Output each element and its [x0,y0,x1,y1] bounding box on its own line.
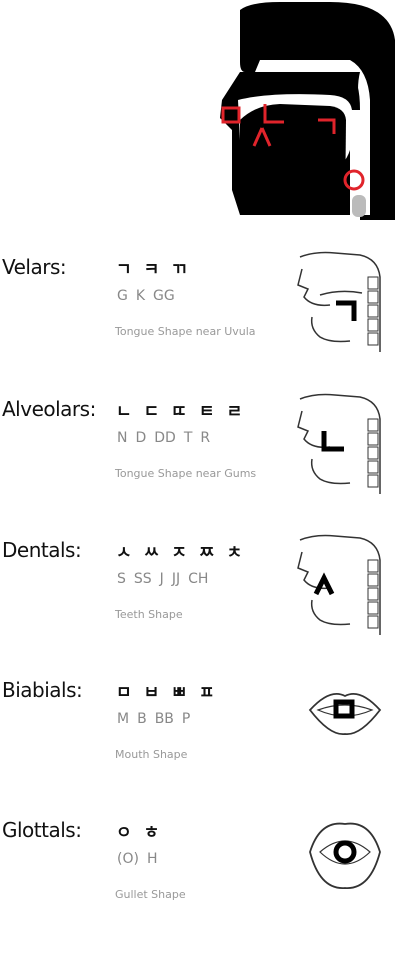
romanization: S [117,571,126,587]
letter: ㅇ [116,823,132,843]
shape-description: Gullet Shape [115,888,186,901]
shape-description: Mouth Shape [115,748,188,761]
letter: ㅉ [198,543,215,563]
letter: ㅋ [143,260,160,280]
letter: ㄹ [226,402,243,422]
romanization: GG [153,288,175,304]
letter: ㄱ [116,260,132,280]
letter: ㄸ [171,402,187,422]
romanization-list: (O) H [117,851,165,867]
category-label: Alveolars: [2,397,96,421]
mouth-front-view-open-icon [309,822,381,889]
letter: ㅃ [171,683,187,703]
letter: ㅆ [143,543,160,563]
letter: ㅁ [116,683,132,703]
romanization: M [117,711,130,727]
tongue [240,104,346,215]
shape-description: Tongue Shape near Uvula [115,325,256,338]
romanization: H [146,851,158,867]
romanization: N [117,430,128,446]
romanization: K [135,288,146,304]
letter: ㄲ [171,260,187,280]
romanization: T [183,430,193,446]
alveolar-mark-icon [263,104,284,124]
letter: ㅍ [198,683,215,703]
head-profile-velar-icon [297,251,381,352]
velar-mark-icon [318,118,336,134]
romanization: SS [133,571,152,587]
shape-description: Teeth Shape [115,608,183,621]
letter: ㅂ [143,683,160,703]
letter: ㅈ [171,543,187,563]
biabial-mark-icon [221,106,241,124]
category-label: Glottals: [2,818,82,842]
romanization: B [137,711,147,727]
letter: ㅌ [198,402,215,422]
romanization: J [159,571,164,587]
head-profile-alveolar-icon [297,393,381,494]
romanization: CH [188,571,209,587]
romanization: DD [154,430,176,446]
letter: ㄴ [116,402,132,422]
shape-description: Tongue Shape near Gums [115,467,257,480]
category-label: Dentals: [2,538,82,562]
romanization: R [200,430,211,446]
category-label: Biabials: [2,678,83,702]
category-label: Velars: [2,255,67,279]
romanization: P [181,711,191,727]
letter: ㄷ [143,402,160,422]
head-silhouette [240,2,395,220]
romanization: D [135,430,147,446]
head-profile-dental-icon [297,534,381,635]
mouth-front-view-icon [308,692,382,735]
romanization: BB [154,711,174,727]
gullet-shape [352,195,366,217]
romanization: (O) [117,851,139,867]
letter: ㅊ [226,543,243,563]
vocal-tract-diagram [220,2,395,220]
glottal-mark-icon [343,169,365,191]
romanization: G [117,288,128,304]
letter: ㅎ [143,823,160,843]
romanization: JJ [171,571,181,587]
letter: ㅅ [116,543,132,563]
dental-mark-icon [252,127,272,147]
